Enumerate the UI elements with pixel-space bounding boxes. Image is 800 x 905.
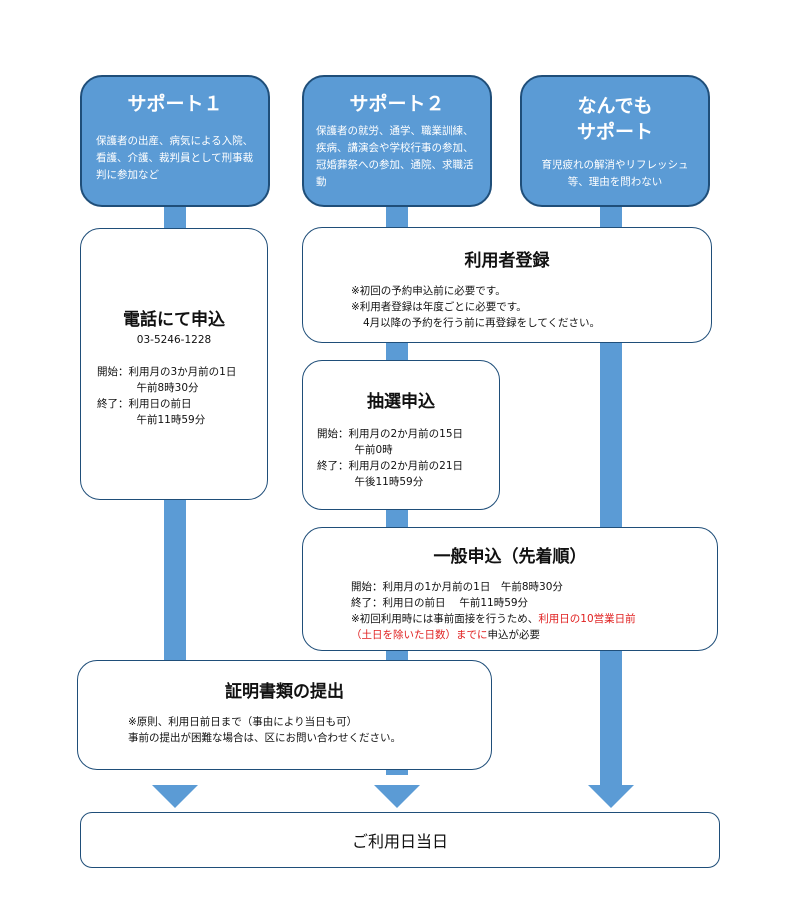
lottery-end-line2: 午後11時59分 — [354, 476, 424, 488]
lottery-application-box: 抽選申込 開始： 利用月の2か月前の15日 午前0時 終了： 利用月の2か月前の… — [302, 360, 500, 510]
user-registration-note2: ※利用者登録は年度ごとに必要です。 — [351, 301, 527, 313]
certificate-note1: ※原則、利用日前日まで（事由により当日も可） — [128, 716, 358, 728]
general-application-details: 開始：利用月の1か月前の1日 午前8時30分 終了：利用日の前日 午前11時59… — [351, 579, 717, 643]
phone-start-line1: 利用月の3か月前の1日 — [128, 366, 237, 378]
user-registration-note1: ※初回の予約申込前に必要です。 — [351, 285, 506, 297]
phone-end-line1: 利用日の前日 — [128, 398, 192, 410]
phone-schedule: 開始： 利用月の3か月前の1日 午前8時30分 終了： 利用日の前日 午前11時… — [97, 364, 267, 428]
lottery-application-title: 抽選申込 — [367, 392, 435, 412]
lottery-start-label: 開始： — [317, 428, 349, 440]
support-any-description: 育児疲れの解消やリフレッシュ等、理由を問わない — [541, 159, 689, 188]
certificate-submission-box: 証明書類の提出 ※原則、利用日前日まで（事由により当日も可） 事前の提出が困難な… — [77, 660, 492, 770]
lottery-schedule: 開始： 利用月の2か月前の15日 午前0時 終了： 利用月の2か月前の21日 午… — [317, 426, 499, 490]
lottery-start-line1: 利用月の2か月前の15日 — [348, 428, 464, 440]
lottery-start-line2: 午前0時 — [354, 444, 393, 456]
support2-title: サポート２ — [349, 93, 445, 115]
lottery-end-label: 終了： — [317, 460, 349, 472]
support-any-title-line2: サポート — [576, 121, 653, 143]
day-of-use-title: ご利用日当日 — [351, 832, 448, 851]
day-of-use-box: ご利用日当日 — [80, 812, 720, 868]
phone-start-line2: 午前8時30分 — [136, 382, 199, 394]
phone-end-line2: 午前11時59分 — [136, 414, 206, 426]
general-start: 開始：利用月の1か月前の1日 午前8時30分 — [351, 581, 563, 593]
arrow-head-support2 — [374, 785, 420, 808]
phone-application-box: 電話にて申込 03-5246-1228 開始： 利用月の3か月前の1日 午前8時… — [80, 228, 268, 500]
arrow-head-support-any — [588, 785, 634, 808]
lottery-end-line1: 利用月の2か月前の21日 — [348, 460, 464, 472]
phone-number: 03-5246-1228 — [136, 334, 212, 346]
general-note-line2: （土日を除いた日数）までに申込が必要 — [351, 627, 717, 643]
support2-description: 保護者の就労、通学、職業訓練、疾病、講演会や学校行事の参加、冠婚葬祭への参加、通… — [316, 125, 474, 188]
arrow-head-support1 — [152, 785, 198, 808]
general-note-red1: 利用日の10営業日前 — [538, 613, 636, 625]
general-application-box: 一般申込（先着順） 開始：利用月の1か月前の1日 午前8時30分 終了：利用日の… — [302, 527, 718, 651]
general-note-b: 申込が必要 — [487, 629, 541, 641]
user-registration-box: 利用者登録 ※初回の予約申込前に必要です。 ※利用者登録は年度ごとに必要です。 … — [302, 227, 712, 343]
support1-title: サポート１ — [127, 93, 223, 115]
support-any-box: なんでも サポート 育児疲れの解消やリフレッシュ等、理由を問わない — [520, 75, 710, 207]
support2-box: サポート２ 保護者の就労、通学、職業訓練、疾病、講演会や学校行事の参加、冠婚葬祭… — [302, 75, 492, 207]
support-any-title-line1: なんでも — [577, 95, 653, 117]
phone-application-title: 電話にて申込 — [123, 310, 225, 330]
support1-description: 保護者の出産、病気による入院、看護、介護、裁判員として刑事裁判に参加など — [96, 135, 254, 181]
general-note-red2: （土日を除いた日数）までに — [351, 629, 488, 641]
user-registration-notes: ※初回の予約申込前に必要です。 ※利用者登録は年度ごとに必要です。 4月以降の予… — [351, 283, 711, 331]
support1-box: サポート１ 保護者の出産、病気による入院、看護、介護、裁判員として刑事裁判に参加… — [80, 75, 270, 207]
phone-end-label: 終了： — [97, 398, 129, 410]
general-end: 終了：利用日の前日 午前11時59分 — [351, 597, 529, 609]
phone-start-label: 開始： — [97, 366, 129, 378]
certificate-notes: ※原則、利用日前日まで（事由により当日も可） 事前の提出が困難な場合は、区にお問… — [128, 714, 491, 746]
general-application-title: 一般申込（先着順） — [433, 547, 587, 567]
general-note-a: ※初回利用時には事前面接を行うため、 — [351, 613, 539, 625]
user-registration-title: 利用者登録 — [464, 251, 550, 271]
certificate-submission-title: 証明書類の提出 — [225, 682, 344, 702]
general-note-line1: ※初回利用時には事前面接を行うため、利用日の10営業日前 — [351, 611, 717, 627]
certificate-note2: 事前の提出が困難な場合は、区にお問い合わせください。 — [128, 732, 401, 744]
user-registration-note3: 4月以降の予約を行う前に再登録をしてください。 — [363, 317, 601, 329]
